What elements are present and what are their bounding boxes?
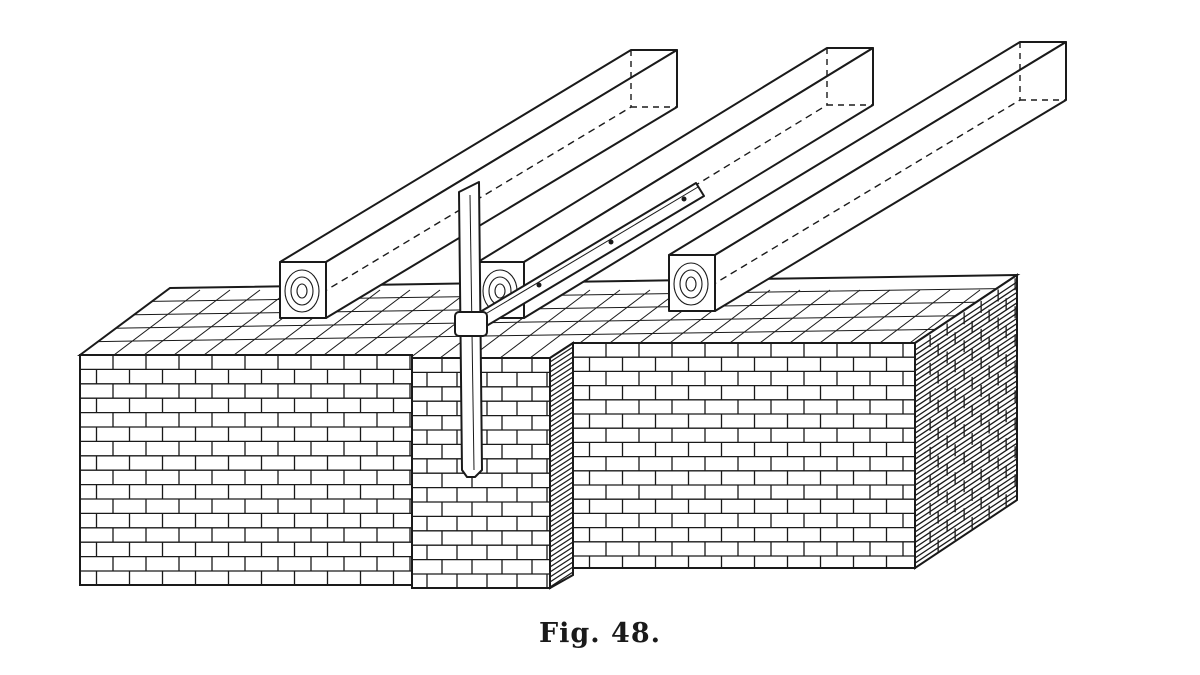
beam-left bbox=[279, 49, 678, 319]
figure-caption: Fig. 48. bbox=[538, 618, 662, 649]
wall-right-front-face bbox=[572, 342, 916, 569]
beam-right bbox=[668, 41, 1067, 312]
wall-pier-side-hatching bbox=[550, 346, 573, 588]
wall-left-brick-courses bbox=[80, 355, 412, 585]
wall-right-brick-courses bbox=[573, 343, 915, 568]
beam-left-end-grain bbox=[279, 261, 327, 319]
brick-wall bbox=[76, 273, 1021, 590]
anchor-strap-bolts bbox=[536, 196, 687, 288]
anchor-rod-collar bbox=[454, 311, 488, 337]
beam-right-end-grain bbox=[668, 254, 716, 312]
iron-wall-anchor bbox=[454, 181, 705, 478]
